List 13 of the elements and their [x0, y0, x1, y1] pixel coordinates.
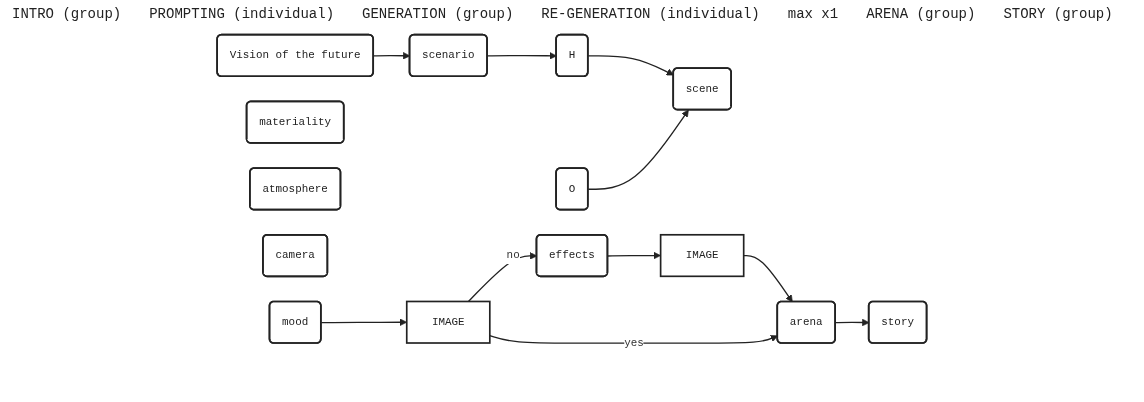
column-heading: ARENA (group) [866, 6, 976, 22]
column-heading: RE-GENERATION (individual) [541, 6, 760, 22]
node-box: IMAGE [406, 300, 491, 344]
arrow [587, 109, 689, 190]
column-heading: PROMPTING (individual) [149, 6, 335, 22]
node-box: IMAGE [659, 233, 745, 278]
edge-label: no [506, 249, 520, 262]
column-heading: STORY (group) [1003, 6, 1113, 22]
column-heading: GENERATION (group) [362, 6, 514, 22]
arrow [743, 254, 793, 303]
column-heading: max x1 [787, 6, 839, 22]
column-heading: INTRO (group) [12, 6, 122, 22]
edge-label: yes [624, 336, 644, 350]
